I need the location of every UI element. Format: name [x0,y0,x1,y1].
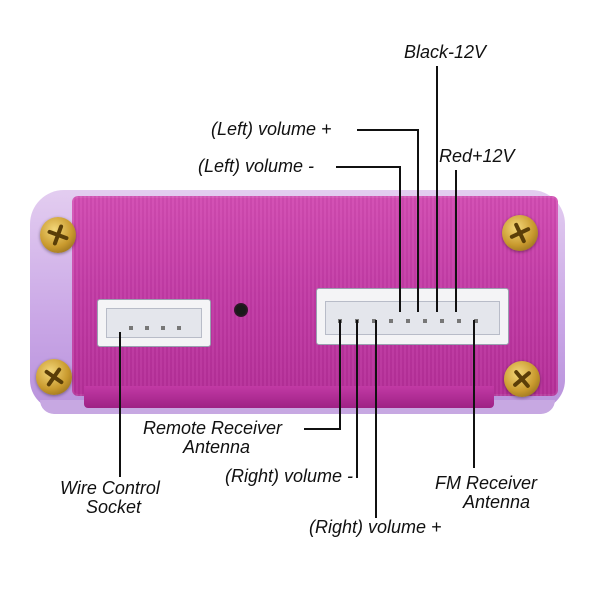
label-fm-antenna: Antenna [463,492,531,512]
leader-left-plus [357,129,419,312]
label-red-12v: Red+12V [439,146,515,166]
label-right-volume-minus: (Right) volume - [225,466,354,486]
screw-bottom-right [504,361,540,397]
socket-pin [161,326,165,330]
plate-lip [84,386,494,408]
label-wire-socket: Socket [86,497,142,517]
label-right-volume-plus: (Right) volume + [309,517,442,537]
harness-pin [389,319,393,323]
wire-control-socket-slot [106,308,202,338]
screw-bottom-left [36,359,72,395]
label-left-volume-minus: (Left) volume - [198,156,315,176]
label-left-volume-plus: (Left) volume + [211,119,332,139]
label-remote-antenna: Antenna [183,437,251,457]
harness-pin [440,319,444,323]
harness-pin [457,319,461,323]
socket-pin [145,326,149,330]
harness-pin [406,319,410,323]
leader-left-minus [336,166,401,312]
mounting-hole [234,303,248,317]
socket-pin [129,326,133,330]
main-harness-connector [316,288,509,345]
wire-control-socket [97,299,211,347]
label-remote-receiver: Remote Receiver [143,418,283,438]
leader-remote [304,320,341,430]
label-black-12v: Black-12V [404,42,487,62]
screw-top-left [40,217,76,253]
harness-pin [423,319,427,323]
socket-pin [177,326,181,330]
label-fm-receiver: FM Receiver [435,473,538,493]
harness-pin [372,319,376,323]
screw-top-right [502,215,538,251]
harness-pin [474,319,478,323]
label-wire-control: Wire Control [60,478,160,498]
